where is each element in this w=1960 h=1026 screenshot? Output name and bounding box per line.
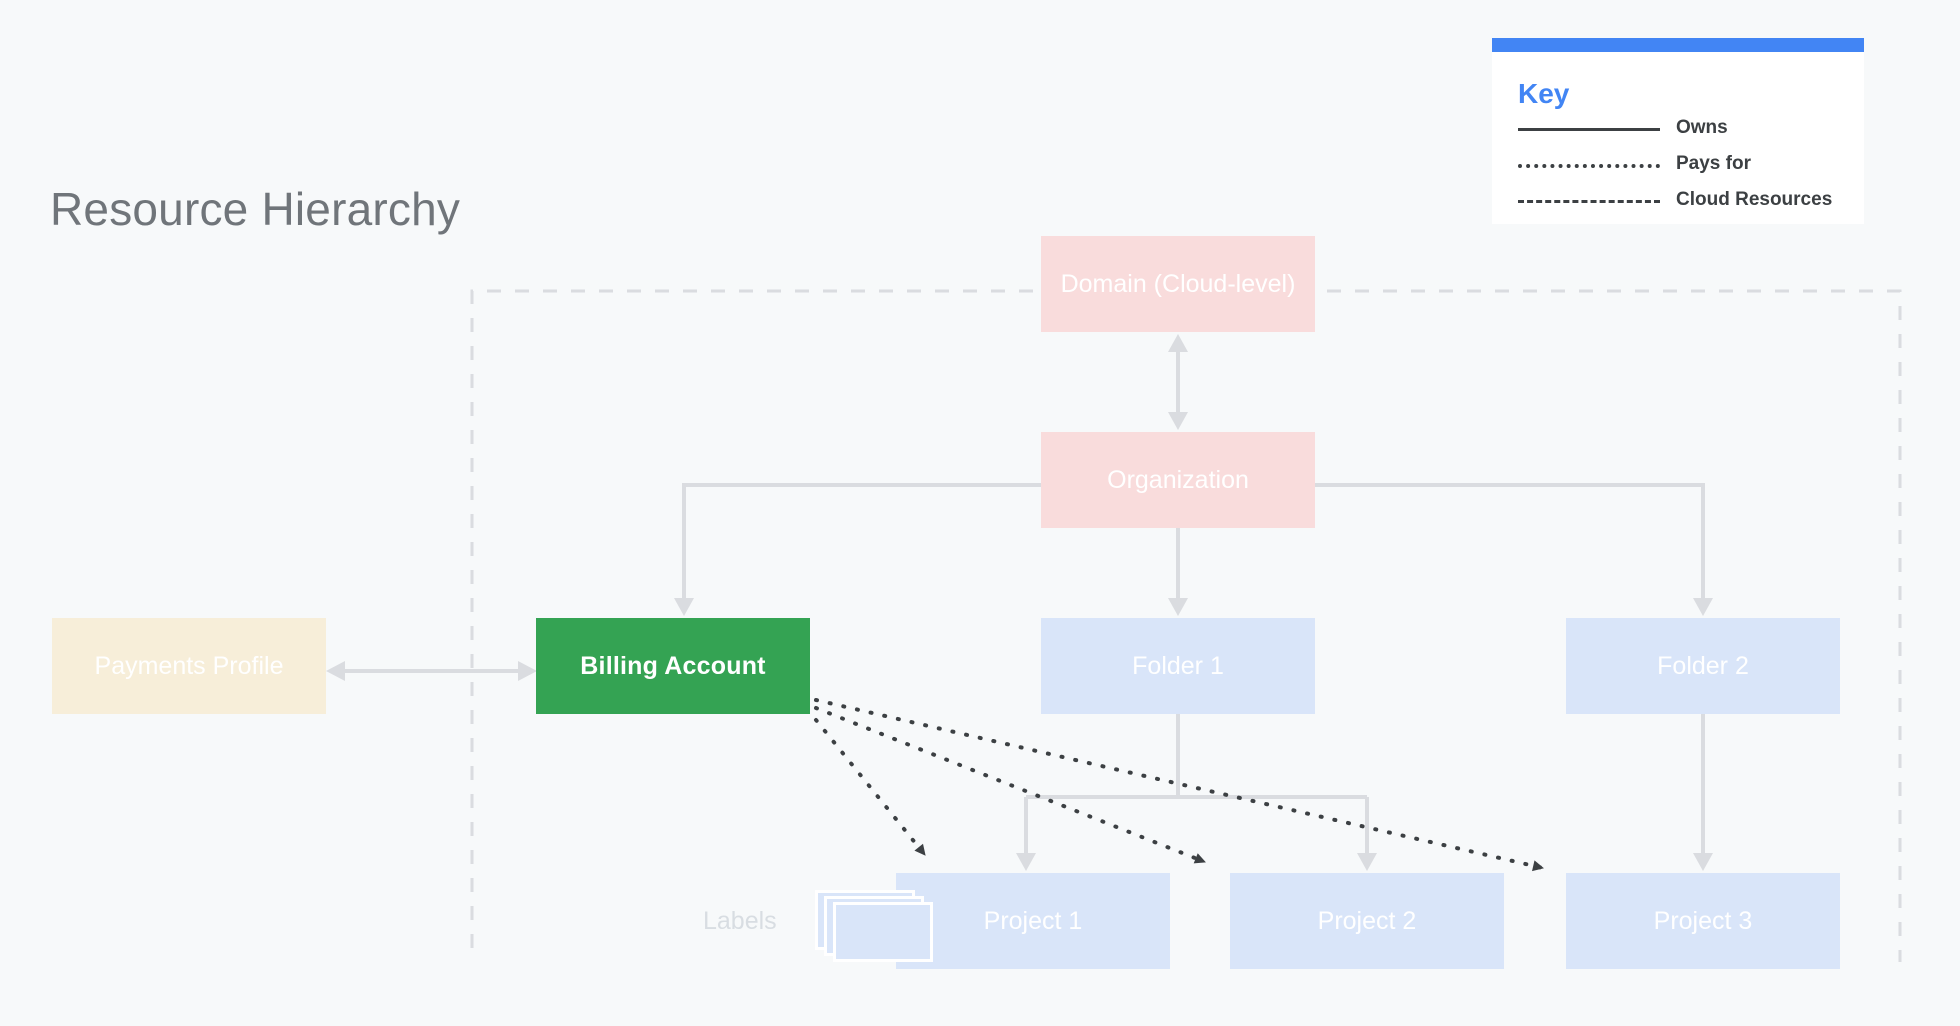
- page-title: Resource Hierarchy: [50, 183, 461, 235]
- connector-folder1-projects: [1016, 714, 1377, 871]
- key-accent-bar: [1492, 38, 1864, 52]
- node-domain[interactable]: Domain (Cloud-level): [1041, 236, 1315, 332]
- node-organization-label: Organization: [1107, 466, 1249, 494]
- node-billing-account[interactable]: Billing Account: [536, 618, 810, 714]
- key-sample-dashed-line: [1518, 194, 1660, 208]
- connector-billing-project3: [814, 698, 1545, 872]
- node-payments-profile[interactable]: Payments Profile: [52, 618, 326, 714]
- node-organization[interactable]: Organization: [1041, 432, 1315, 528]
- connector-billing-project2: [814, 706, 1207, 864]
- node-project-2[interactable]: Project 2: [1230, 873, 1504, 969]
- connector-billing-project1: [814, 718, 927, 857]
- node-domain-label: Domain (Cloud-level): [1060, 270, 1296, 298]
- connector-organization-folder1: [1168, 528, 1188, 616]
- node-folder-2-label: Folder 2: [1657, 652, 1749, 680]
- key-row-owns: Owns: [1518, 118, 1840, 140]
- connector-organization-billing: [674, 483, 1041, 616]
- key-legend-card: Key Owns Pays for Cloud Resources: [1492, 38, 1864, 224]
- node-billing-account-label: Billing Account: [580, 652, 766, 680]
- key-label-pays-for: Pays for: [1676, 153, 1751, 174]
- key-rows: Owns Pays for Cloud Resources: [1518, 118, 1840, 226]
- node-project-2-label: Project 2: [1317, 907, 1417, 935]
- node-project-1[interactable]: Project 1: [896, 873, 1170, 969]
- stacked-card-front: [833, 902, 933, 962]
- node-project-3[interactable]: Project 3: [1566, 873, 1840, 969]
- node-folder-2[interactable]: Folder 2: [1566, 618, 1840, 714]
- node-project-1-label: Project 1: [983, 907, 1083, 935]
- labels-caption: Labels: [703, 907, 777, 935]
- key-row-pays-for: Pays for: [1518, 154, 1840, 176]
- connector-folder2-project3: [1693, 714, 1713, 871]
- node-payments-profile-label: Payments Profile: [94, 652, 284, 680]
- node-folder-1-label: Folder 1: [1132, 652, 1224, 680]
- key-row-cloud-resources: Cloud Resources: [1518, 190, 1840, 212]
- stacked-cards-icon: [815, 890, 933, 962]
- node-project-3-label: Project 3: [1653, 907, 1753, 935]
- connector-organization-folder2: [1315, 483, 1713, 616]
- key-sample-dotted-line: [1518, 158, 1660, 172]
- key-title: Key: [1518, 78, 1570, 109]
- key-label-owns: Owns: [1676, 117, 1728, 138]
- node-folder-1[interactable]: Folder 1: [1041, 618, 1315, 714]
- connector-payments-billing: [326, 661, 537, 681]
- key-label-cloud-resources: Cloud Resources: [1676, 189, 1833, 210]
- key-sample-solid-line: [1518, 122, 1660, 136]
- connector-domain-organization: [1168, 334, 1188, 430]
